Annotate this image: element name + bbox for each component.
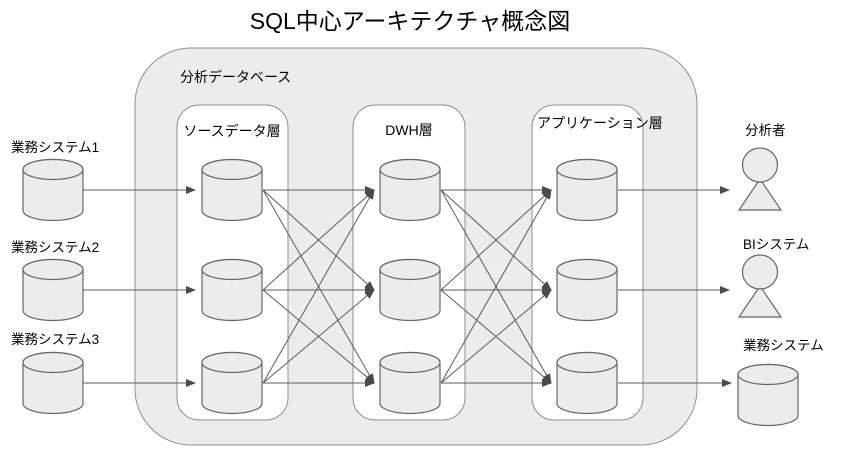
database-cylinder-icon — [379, 258, 441, 322]
layer-label-dwh: DWH層 — [385, 122, 432, 138]
consumer-label: 業務システム — [743, 338, 824, 353]
source-system-label: 業務システム3 — [11, 332, 99, 347]
source-system-1: 業務システム1 — [11, 140, 99, 222]
database-cylinder-icon — [737, 363, 799, 427]
source-system-label: 業務システム1 — [11, 140, 99, 155]
layer-label-source: ソースデータ層 — [183, 123, 280, 139]
source-system-label: 業務システム2 — [11, 240, 99, 255]
application-layer-nodes — [556, 158, 618, 415]
consumer-bi-system: BIシステム — [738, 237, 809, 318]
diagram-title: SQL中心アーキテクチャ概念図 — [250, 8, 570, 34]
database-cylinder-icon — [556, 351, 618, 415]
arrow — [440, 189, 552, 291]
consumer-label: BIシステム — [743, 237, 809, 252]
arrow — [262, 189, 375, 291]
arrow — [440, 189, 552, 384]
inflow-arrows — [83, 186, 196, 387]
database-cylinder-icon — [201, 158, 263, 222]
database-cylinder-icon — [379, 351, 441, 415]
person-icon — [738, 147, 782, 211]
database-cylinder-icon — [201, 351, 263, 415]
database-cylinder-icon — [22, 351, 84, 415]
arrow — [440, 289, 552, 384]
database-cylinder-icon — [201, 258, 263, 322]
person-icon — [738, 254, 782, 318]
database-cylinder-icon — [556, 258, 618, 322]
source-layer-nodes — [201, 158, 263, 415]
source-system-3: 業務システム3 — [11, 332, 99, 415]
consumer-analyst: 分析者 — [738, 123, 786, 211]
database-cylinder-icon — [22, 158, 84, 222]
database-cylinder-icon — [379, 158, 441, 222]
arrow — [262, 289, 375, 384]
consumer-business-system: 業務システム — [737, 338, 824, 427]
outflow-arrows — [618, 186, 732, 387]
analysis-database-label: 分析データベース — [180, 69, 291, 85]
database-cylinder-icon — [22, 258, 84, 322]
database-cylinder-icon — [556, 158, 618, 222]
source-to-dwh-arrows — [262, 186, 375, 387]
dwh-to-app-arrows — [440, 186, 552, 387]
layer-label-application: アプリケーション層 — [537, 115, 663, 131]
dwh-layer-nodes — [379, 158, 441, 415]
consumer-label: 分析者 — [745, 123, 786, 138]
arrow — [262, 189, 375, 384]
source-system-2: 業務システム2 — [11, 240, 99, 322]
